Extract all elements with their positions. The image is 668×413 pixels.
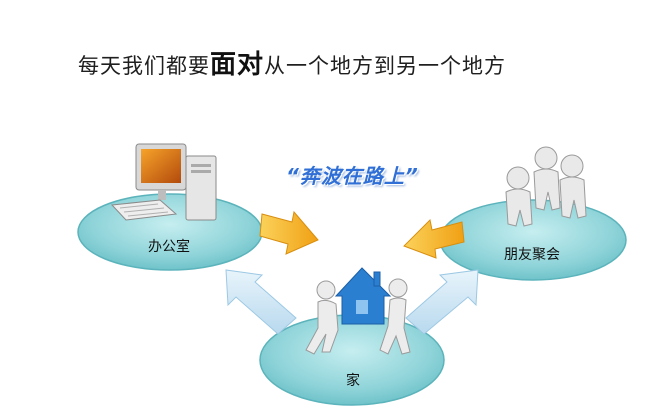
home-label: 家: [346, 373, 360, 389]
slogan-text: “奔波在路上”: [286, 164, 419, 188]
title-suffix: 从一个地方到另一个地方: [264, 54, 507, 78]
office-node: [77, 193, 263, 271]
title-prefix: 每天我们都要: [78, 54, 210, 78]
office-label: 办公室: [148, 239, 190, 255]
home-node: [259, 314, 445, 406]
arrow-home-to-friends: [405, 269, 479, 335]
house-icon: [334, 267, 392, 325]
page-title: 每天我们都要面对从一个地方到另一个地方: [78, 44, 506, 81]
carrier-figures-icon: [305, 278, 411, 355]
computer-icon: [110, 143, 217, 221]
people-icon: [505, 146, 587, 227]
title-emphasis: 面对: [210, 50, 265, 80]
arrow-home-to-office: [225, 269, 297, 335]
arrow-office-to-center: [259, 210, 319, 255]
friends-node: [439, 199, 627, 281]
arrow-friends-to-center: [403, 218, 465, 259]
friends-label: 朋友聚会: [504, 247, 560, 263]
